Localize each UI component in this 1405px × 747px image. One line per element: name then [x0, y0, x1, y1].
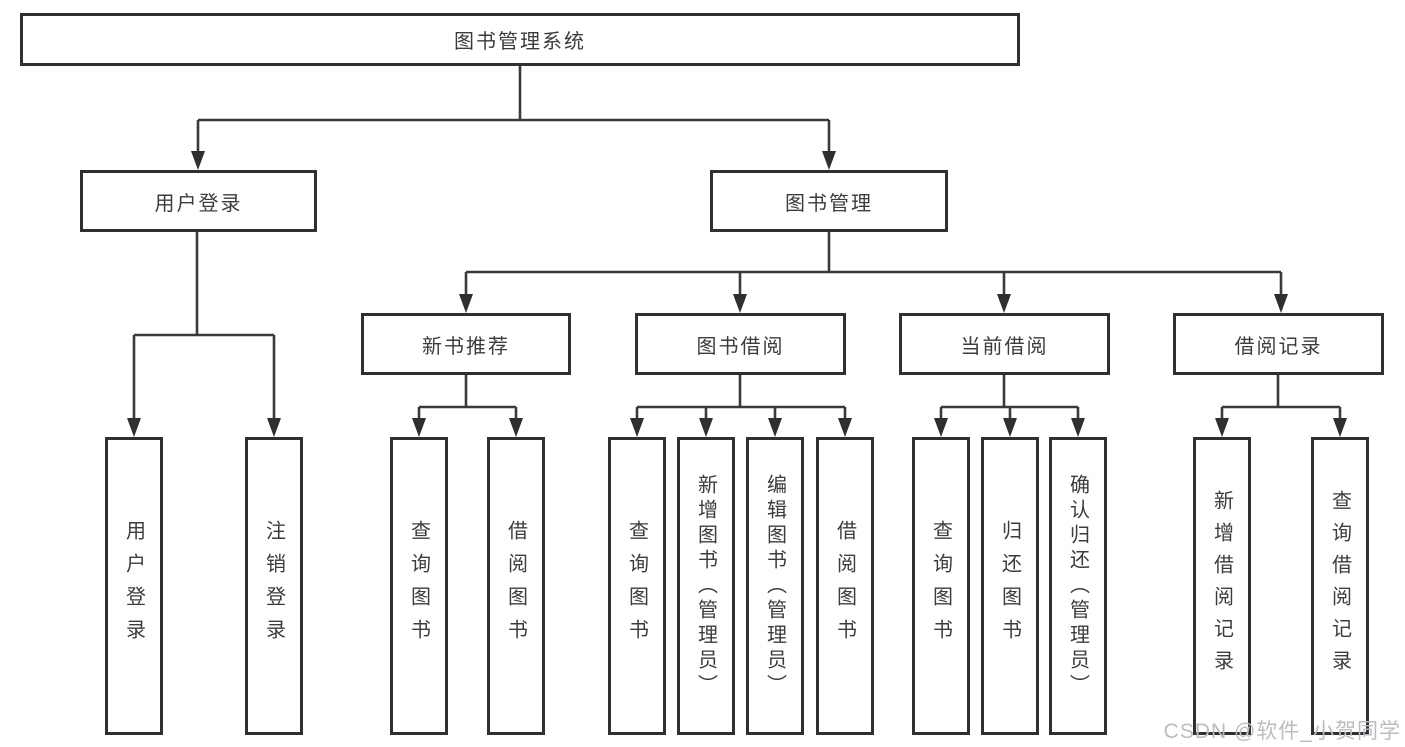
node-book-management: 图书管理: [710, 170, 948, 232]
node-book-borrowing: 图书借阅: [635, 313, 846, 375]
node-current-borrowing-label: 当前借阅: [960, 335, 1049, 358]
leaf-user-login: 用户登录: [105, 437, 163, 735]
node-new-book-recommendation-label: 新书推荐: [422, 335, 510, 358]
leaf-borrow-books-recommend-label: 借阅图书: [504, 520, 527, 652]
node-borrowing-records-label: 借阅记录: [1234, 335, 1323, 358]
leaf-user-login-label: 用户登录: [122, 520, 145, 652]
leaf-edit-book-admin: 编辑图书（管理员）: [746, 437, 804, 735]
leaf-query-borrow-record-label: 查询借阅记录: [1328, 490, 1351, 682]
leaf-edit-book-admin-label: 编辑图书（管理员）: [763, 473, 786, 699]
node-book-borrowing-label: 图书借阅: [696, 335, 785, 358]
leaf-add-borrow-record: 新增借阅记录: [1193, 437, 1251, 735]
leaf-confirm-return-admin: 确认归还（管理员）: [1049, 437, 1107, 735]
node-library-system-label: 图书管理系统: [454, 31, 586, 53]
connector-newbook-to-leaves: [417, 375, 518, 433]
arrowheads: [127, 151, 1347, 437]
leaf-logout: 注销登录: [245, 437, 303, 735]
node-library-system: 图书管理系统: [20, 13, 1020, 66]
leaf-borrow-books-recommend: 借阅图书: [487, 437, 545, 735]
node-new-book-recommendation: 新书推荐: [361, 313, 571, 375]
connector-bookmgmt-to-level3: [464, 232, 1283, 309]
leaf-add-book-admin: 新增图书（管理员）: [677, 437, 735, 735]
leaf-borrow-books-borrowing: 借阅图书: [816, 437, 874, 735]
node-user-login: 用户登录: [80, 170, 317, 232]
leaf-query-books-recommend: 查询图书: [390, 437, 448, 735]
connector-borrowrecord-to-leaves: [1220, 375, 1342, 433]
leaf-confirm-return-admin-label: 确认归还（管理员）: [1066, 473, 1089, 699]
leaf-query-books-current-label: 查询图书: [929, 520, 952, 652]
node-book-management-label: 图书管理: [785, 192, 873, 215]
node-current-borrowing: 当前借阅: [899, 313, 1110, 375]
connector-bookborrow-to-leaves: [635, 375, 847, 433]
leaf-query-books-borrowing: 查询图书: [608, 437, 666, 735]
leaf-add-borrow-record-label: 新增借阅记录: [1210, 490, 1233, 682]
node-borrowing-records: 借阅记录: [1173, 313, 1384, 375]
leaf-return-books: 归还图书: [981, 437, 1039, 735]
leaf-query-books-recommend-label: 查询图书: [407, 520, 430, 652]
leaf-query-borrow-record: 查询借阅记录: [1311, 437, 1369, 735]
connector-root-to-level2: [196, 66, 831, 166]
connector-userlogin-to-leaves: [132, 232, 276, 433]
leaf-query-books-borrowing-label: 查询图书: [625, 520, 648, 652]
leaf-logout-label: 注销登录: [262, 520, 285, 652]
watermark: CSDN @软件_小贺同学: [1163, 720, 1401, 743]
leaf-borrow-books-borrowing-label: 借阅图书: [833, 520, 856, 652]
leaf-add-book-admin-label: 新增图书（管理员）: [694, 473, 717, 699]
leaf-return-books-label: 归还图书: [998, 520, 1021, 652]
leaf-query-books-current: 查询图书: [912, 437, 970, 735]
node-user-login-label: 用户登录: [154, 192, 243, 215]
